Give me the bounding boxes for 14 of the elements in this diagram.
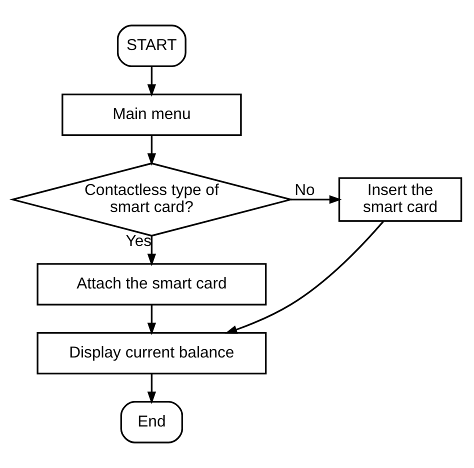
arrow — [147, 236, 156, 266]
arrow — [147, 374, 156, 404]
arrow — [224, 220, 384, 334]
arrow — [147, 304, 156, 336]
arrow — [291, 195, 342, 204]
edge-label: No — [294, 182, 315, 200]
node-box: Attach the smart card — [36, 263, 267, 306]
node-box: Display current balance — [36, 332, 267, 374]
node-box: START — [116, 24, 186, 68]
node-box: Main menu — [62, 94, 242, 136]
node-box: Insert the smart card — [338, 177, 462, 222]
arrow — [147, 66, 156, 97]
arrow — [147, 135, 156, 166]
node-box: End — [120, 400, 184, 444]
